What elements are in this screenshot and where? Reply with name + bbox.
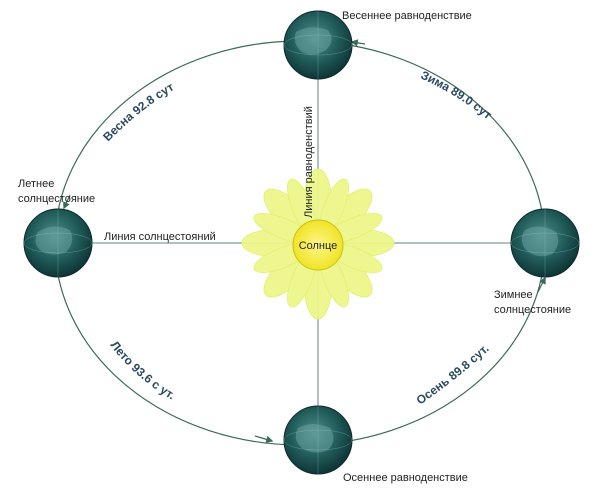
label-equinox-line: Линия равноденствий <box>303 106 315 218</box>
label-winter-solstice-line2: солнцестояние <box>494 304 571 316</box>
label-autumn-equinox: Осеннее равноденствие <box>343 472 468 484</box>
orbit-arrow-autumn-to-summer <box>254 435 274 443</box>
season-spring-text: Весна 92.8 сут <box>100 80 176 144</box>
label-summer-solstice-line1: Летнее <box>18 178 54 190</box>
label-summer-solstice-line2: солнцестояние <box>18 193 95 205</box>
label-solstice-line: Линия солнцестояний <box>104 231 216 243</box>
season-summer: Лето 93.6 с ут. <box>108 338 178 402</box>
label-winter-solstice-line1: Зимнее <box>494 289 533 301</box>
orbit-arrow-spring-to-winter <box>350 39 366 47</box>
sun-label: Солнце <box>299 240 338 252</box>
earth-autumn-equinox <box>283 405 353 475</box>
label-spring-equinox: Весеннее равноденствие <box>342 10 472 22</box>
season-summer-text: Лето 93.6 с ут. <box>108 338 178 402</box>
orbit-arrow-winter-to-autumn <box>537 276 546 293</box>
season-autumn-text: Осень 89.8 сут. <box>414 341 492 407</box>
season-winter: Зима 89.0 сут <box>419 68 495 122</box>
season-winter-text: Зима 89.0 сут <box>419 68 495 122</box>
earth-summer-solstice <box>23 208 93 278</box>
season-autumn: Осень 89.8 сут. <box>414 341 492 407</box>
sun <box>292 219 344 271</box>
season-spring: Весна 92.8 сут <box>100 80 176 144</box>
orbit-arrow-summer-to-spring <box>63 194 71 210</box>
earth-spring-equinox <box>283 10 353 80</box>
earth-winter-solstice <box>510 208 580 278</box>
